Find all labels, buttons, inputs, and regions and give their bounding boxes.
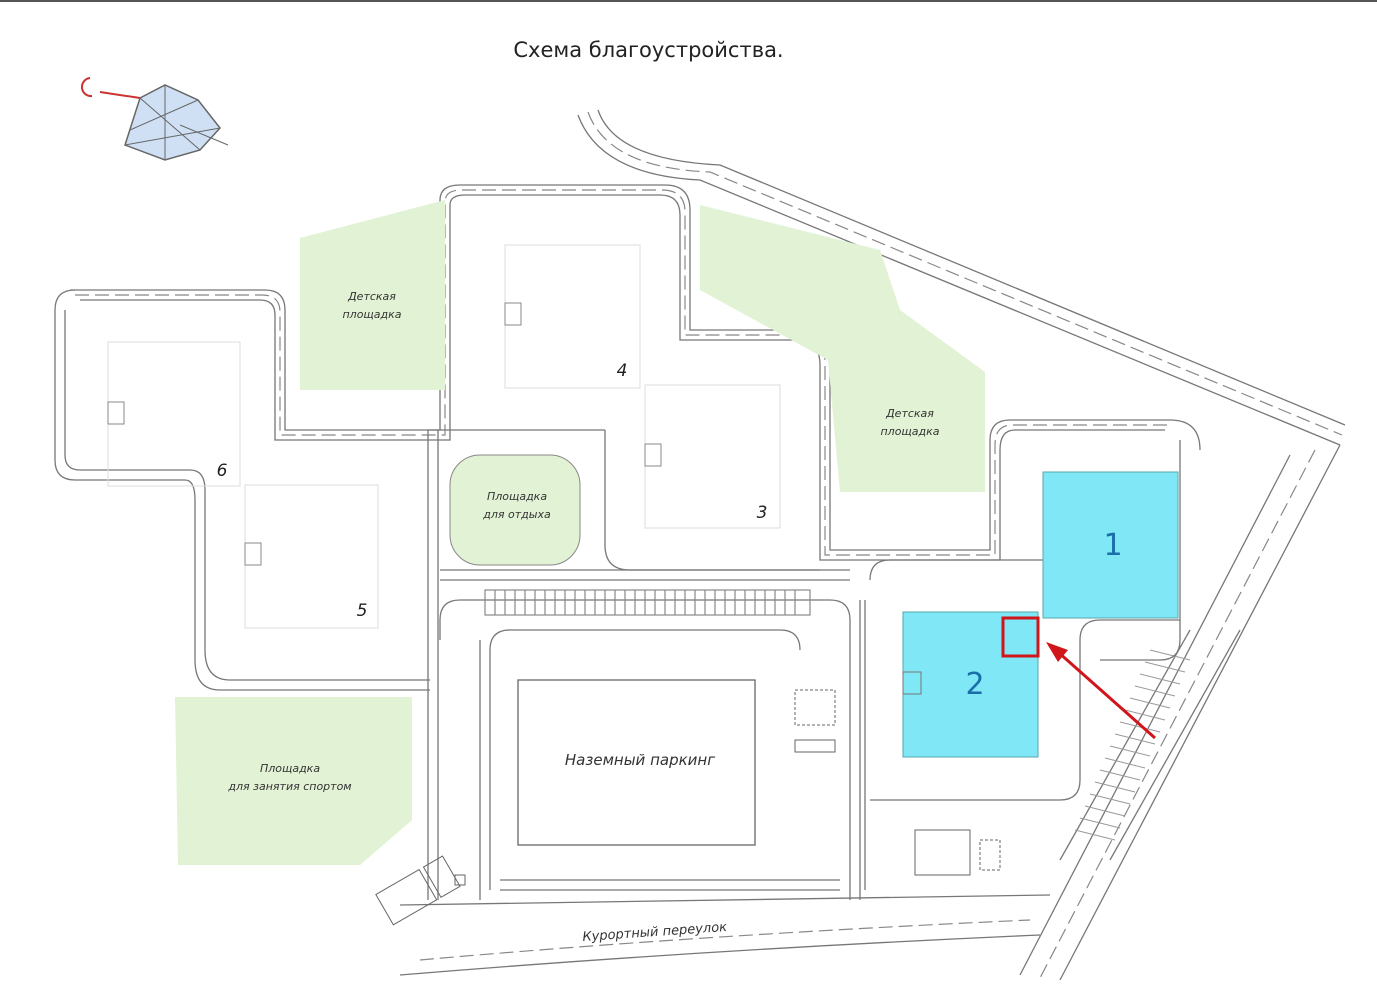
building-1-number: 1: [1103, 528, 1122, 563]
rest-area-label-line2: для отдыха: [482, 508, 551, 521]
building-1: [1042, 471, 1179, 619]
playground-1: [300, 200, 445, 390]
internal-roads: [54, 184, 1201, 900]
building-4-number: 4: [617, 361, 628, 381]
surface-parking: [517, 679, 756, 846]
sports-area-label-line2: для занятия спортом: [227, 780, 351, 793]
rest-area-label-line1: Площадка: [487, 490, 547, 503]
sports-area-label-line1: Площадка: [260, 762, 320, 775]
playground-2-label-line1: Детская: [885, 407, 934, 420]
page-title: Схема благоустройства.: [513, 38, 784, 62]
building-5-number: 5: [357, 601, 368, 621]
playground-2: [700, 205, 985, 492]
building-3-number: 3: [757, 503, 768, 523]
red-arrow-icon: [1046, 642, 1156, 740]
main-road: [577, 109, 1346, 981]
parking-spaces: [484, 589, 811, 616]
rest-area: [449, 454, 581, 566]
building-6-number: 6: [217, 461, 228, 481]
street-label: Курортный переулок: [582, 920, 728, 945]
playground-1-label-line1: Детская: [347, 290, 396, 303]
playground-2-label-line2: площадка: [880, 425, 939, 438]
building-2-number: 2: [965, 667, 984, 702]
top-border: [0, 0, 1377, 2]
building-outlines: [107, 244, 781, 629]
highlight-box: [1001, 616, 1040, 658]
building-2: [902, 611, 1039, 758]
small-structures: [375, 689, 1001, 926]
sports-area: [175, 697, 412, 865]
street-road: [399, 894, 1051, 976]
compass-rose-icon: [81, 77, 229, 161]
playground-1-label-line2: площадка: [342, 308, 401, 321]
crosswalk-hatching: [1074, 649, 1191, 841]
parking-label: Наземный паркинг: [565, 751, 715, 769]
